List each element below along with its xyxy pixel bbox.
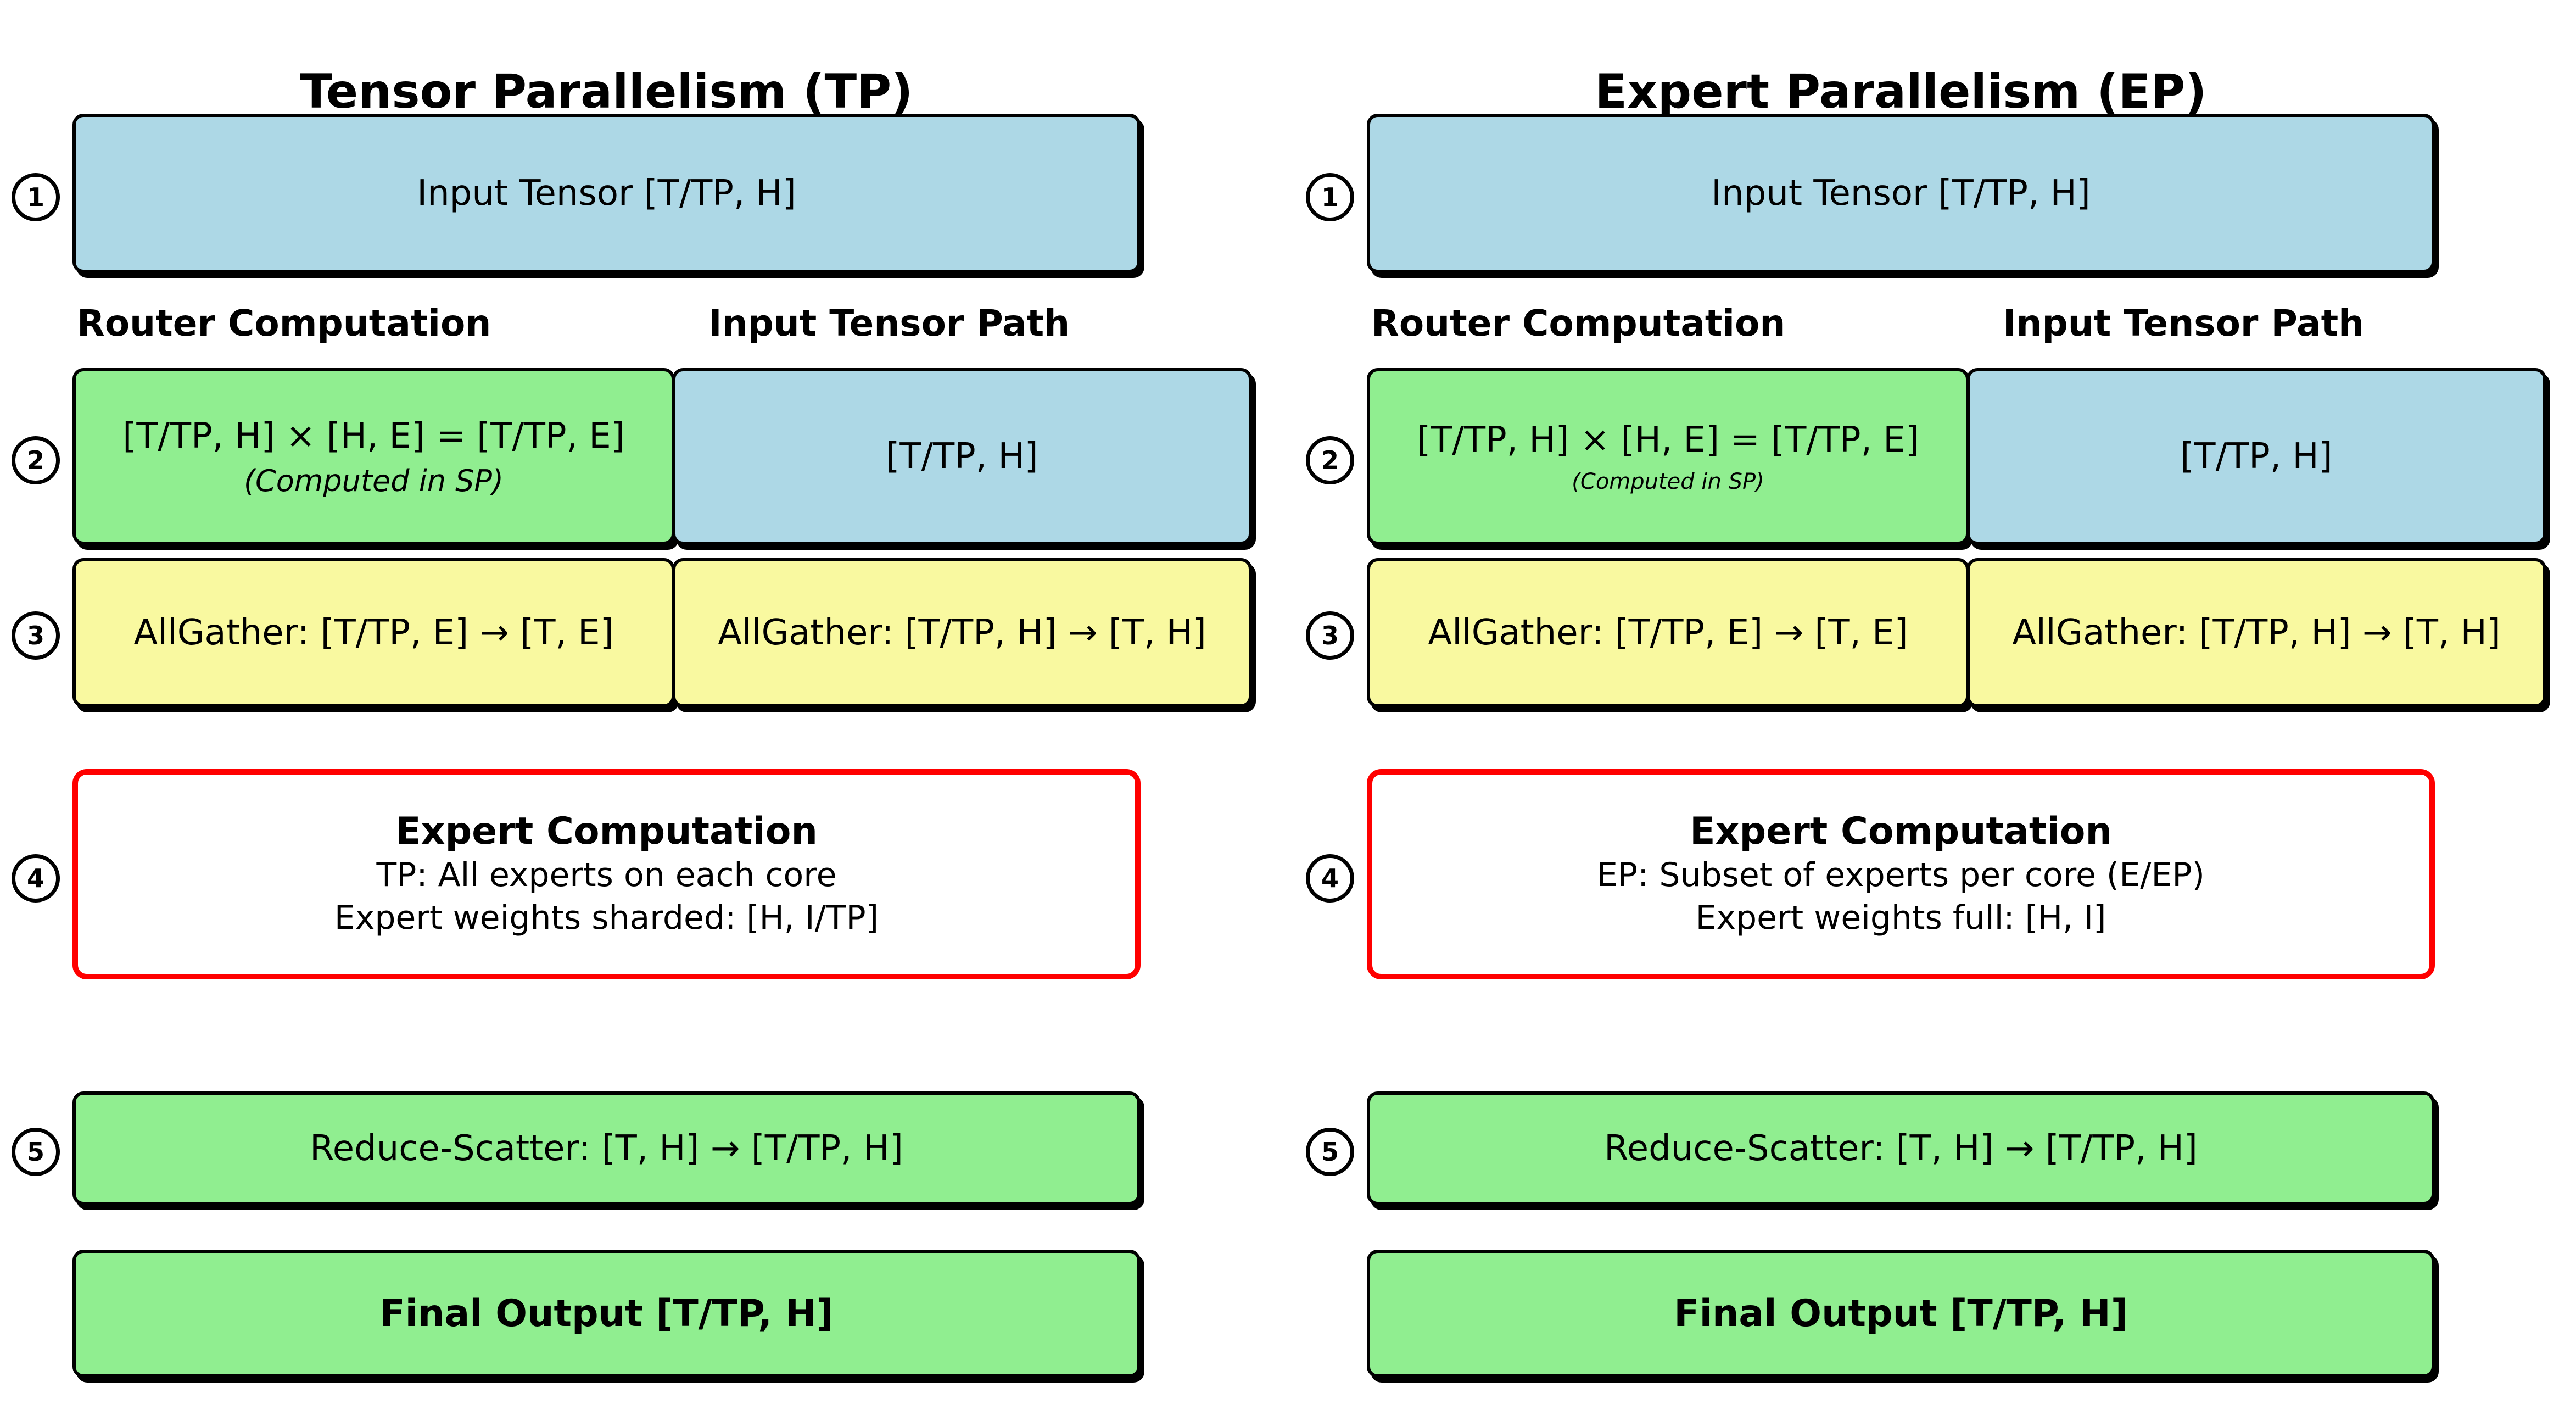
step-number: 2 bbox=[1321, 445, 1339, 475]
allgather-input-text: AllGather: [T/TP, H] → [T, H] bbox=[2012, 612, 2501, 653]
expert-computation-box: Expert Computation TP: All experts on ea… bbox=[72, 769, 1141, 979]
router-matmul-box: [T/TP, H] × [H, E] = [T/TP, E] (Computed… bbox=[1367, 368, 1969, 545]
step-number: 1 bbox=[1321, 182, 1339, 212]
final-output-box: Final Output [T/TP, H] bbox=[72, 1250, 1141, 1378]
input-tensor-path-header: Input Tensor Path bbox=[2003, 302, 2365, 344]
allgather-input-box: AllGather: [T/TP, H] → [T, H] bbox=[672, 558, 1252, 708]
input-path-box: [T/TP, H] bbox=[1966, 368, 2546, 545]
reduce-scatter-text: Reduce-Scatter: [T, H] → [T/TP, H] bbox=[310, 1128, 903, 1169]
step-5-badge: 5 bbox=[1306, 1128, 1354, 1176]
column-title: Tensor Parallelism (TP) bbox=[300, 64, 913, 119]
column-title: Expert Parallelism (EP) bbox=[1595, 64, 2207, 119]
expert-computation-title: Expert Computation bbox=[395, 809, 818, 853]
input-tensor-label: Input Tensor [T/TP, H] bbox=[1711, 173, 2091, 214]
step-number: 5 bbox=[26, 1137, 44, 1167]
expert-line2: Expert weights full: [H, I] bbox=[1695, 899, 2106, 938]
router-matmul-text: [T/TP, H] × [H, E] = [T/TP, E] bbox=[1417, 420, 1919, 460]
allgather-router-text: AllGather: [T/TP, E] → [T, E] bbox=[133, 612, 614, 653]
step-3-badge: 3 bbox=[1306, 611, 1354, 660]
router-computation-header: Router Computation bbox=[1371, 302, 1786, 344]
expert-computation-box: Expert Computation EP: Subset of experts… bbox=[1367, 769, 2435, 979]
step-number: 1 bbox=[26, 182, 44, 212]
step-number: 2 bbox=[26, 445, 44, 475]
expert-line1: EP: Subset of experts per core (E/EP) bbox=[1597, 856, 2205, 895]
expert-line2: Expert weights sharded: [H, I/TP] bbox=[334, 899, 879, 938]
step-1-badge: 1 bbox=[1306, 173, 1354, 221]
input-tensor-box: Input Tensor [T/TP, H] bbox=[72, 114, 1141, 273]
step-number: 4 bbox=[1321, 864, 1339, 893]
router-matmul-box: [T/TP, H] × [H, E] = [T/TP, E] (Computed… bbox=[72, 368, 675, 545]
input-tensor-box: Input Tensor [T/TP, H] bbox=[1367, 114, 2435, 273]
router-computation-header: Router Computation bbox=[77, 302, 491, 344]
expert-computation-title: Expert Computation bbox=[1690, 809, 2112, 853]
final-output-text: Final Output [T/TP, H] bbox=[1674, 1292, 2128, 1335]
input-path-tensor-text: [T/TP, H] bbox=[886, 436, 1038, 477]
step-number: 3 bbox=[1321, 621, 1339, 650]
final-output-text: Final Output [T/TP, H] bbox=[379, 1292, 834, 1335]
step-number: 4 bbox=[26, 864, 44, 893]
allgather-router-text: AllGather: [T/TP, E] → [T, E] bbox=[1428, 612, 1908, 653]
step-4-badge: 4 bbox=[1306, 854, 1354, 903]
step-2-badge: 2 bbox=[12, 436, 60, 484]
reduce-scatter-box: Reduce-Scatter: [T, H] → [T/TP, H] bbox=[72, 1091, 1141, 1205]
input-tensor-path-header: Input Tensor Path bbox=[708, 302, 1070, 344]
input-tensor-label: Input Tensor [T/TP, H] bbox=[417, 173, 796, 214]
router-note-text: (Computed in SP) bbox=[243, 463, 504, 498]
input-path-tensor-text: [T/TP, H] bbox=[2180, 436, 2333, 477]
router-note-text: (Computed in SP) bbox=[1572, 469, 1764, 494]
step-number: 3 bbox=[26, 621, 44, 650]
allgather-input-box: AllGather: [T/TP, H] → [T, H] bbox=[1966, 558, 2546, 708]
allgather-router-box: AllGather: [T/TP, E] → [T, E] bbox=[72, 558, 675, 708]
router-matmul-text: [T/TP, H] × [H, E] = [T/TP, E] bbox=[122, 415, 625, 456]
final-output-box: Final Output [T/TP, H] bbox=[1367, 1250, 2435, 1378]
step-4-badge: 4 bbox=[12, 854, 60, 903]
step-3-badge: 3 bbox=[12, 611, 60, 660]
input-path-box: [T/TP, H] bbox=[672, 368, 1252, 545]
step-1-badge: 1 bbox=[12, 173, 60, 221]
step-number: 5 bbox=[1321, 1137, 1339, 1167]
step-2-badge: 2 bbox=[1306, 436, 1354, 484]
allgather-router-box: AllGather: [T/TP, E] → [T, E] bbox=[1367, 558, 1969, 708]
step-5-badge: 5 bbox=[12, 1128, 60, 1176]
expert-line1: TP: All experts on each core bbox=[376, 856, 837, 895]
allgather-input-text: AllGather: [T/TP, H] → [T, H] bbox=[718, 612, 1206, 653]
reduce-scatter-text: Reduce-Scatter: [T, H] → [T/TP, H] bbox=[1604, 1128, 2198, 1169]
reduce-scatter-box: Reduce-Scatter: [T, H] → [T/TP, H] bbox=[1367, 1091, 2435, 1205]
